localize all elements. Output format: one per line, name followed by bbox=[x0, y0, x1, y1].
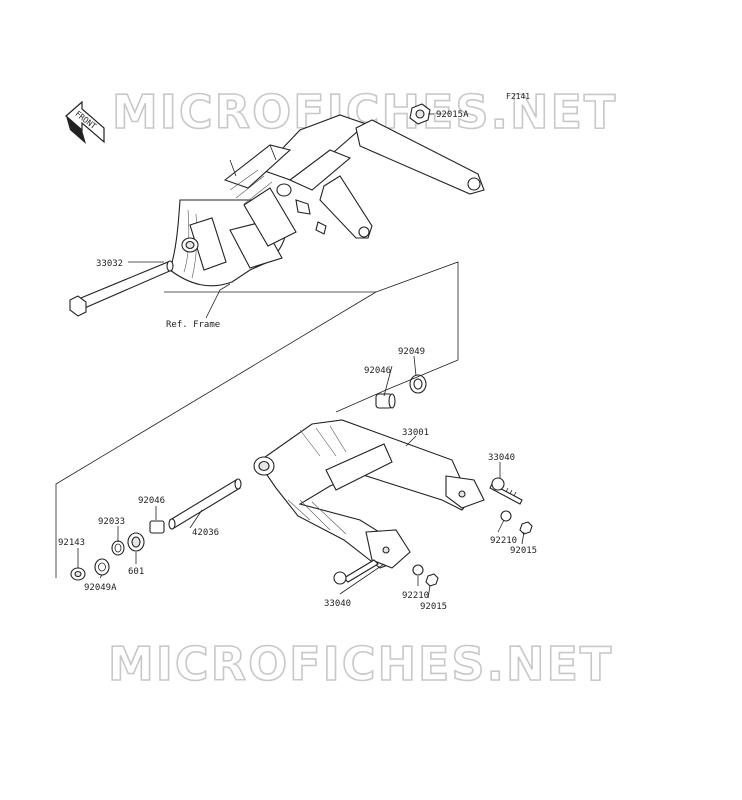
reference-outline bbox=[55, 261, 459, 578]
part-labels: 92015A 33032 92049 92046 33001 33040 922… bbox=[58, 110, 537, 612]
leader-lines bbox=[77, 113, 525, 599]
front-arrow-icon: FRONT bbox=[65, 100, 105, 144]
part-label-92015-right: 92015 bbox=[510, 546, 537, 556]
part-label-33040-right: 33040 bbox=[488, 453, 515, 463]
part-label-92143: 92143 bbox=[58, 538, 85, 548]
part-label-92049: 92049 bbox=[398, 347, 425, 357]
part-label-33040-lower: 33040 bbox=[324, 599, 351, 609]
diagram-code: F2141 bbox=[506, 92, 530, 101]
part-label-33001: 33001 bbox=[402, 428, 429, 438]
part-label-92046-left: 92046 bbox=[138, 496, 165, 506]
part-label-92210-right: 92210 bbox=[490, 536, 517, 546]
part-label-33032: 33032 bbox=[96, 259, 123, 269]
part-label-42036: 42036 bbox=[192, 528, 219, 538]
part-label-601: 601 bbox=[128, 567, 144, 577]
part-label-92049A: 92049A bbox=[84, 583, 117, 593]
part-label-92210-lower: 92210 bbox=[402, 591, 429, 601]
part-label-92033: 92033 bbox=[98, 517, 125, 527]
frame-illustration bbox=[169, 103, 485, 287]
part-label-92015-lower: 92015 bbox=[420, 602, 447, 612]
part-label-92046-right: 92046 bbox=[364, 366, 391, 376]
watermark-top: MICROFICHES.NET bbox=[112, 85, 617, 139]
ref-frame-label: Ref. Frame bbox=[166, 320, 220, 330]
pivot-shaft bbox=[69, 260, 174, 317]
watermark-bottom: MICROFICHES.NET bbox=[108, 637, 613, 691]
part-label-92015A: 92015A bbox=[436, 110, 469, 120]
small-parts bbox=[70, 374, 533, 587]
swingarm-illustration bbox=[253, 419, 485, 569]
